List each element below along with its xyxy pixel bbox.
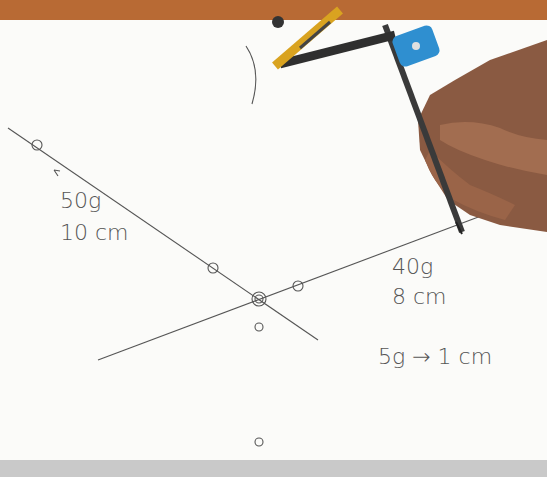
handwritten-label: 5g → 1 cm [378, 344, 492, 370]
compass-arc [246, 46, 256, 104]
point-mark [293, 281, 303, 291]
bottom-band [0, 460, 547, 477]
point-mark [255, 323, 263, 331]
point-mark [255, 295, 263, 303]
handwritten-label: 10 cm [60, 220, 129, 246]
force-line [98, 210, 497, 360]
tick-mark [54, 170, 60, 176]
point-mark [252, 292, 266, 306]
paper-sheet [0, 20, 547, 460]
point-mark [32, 140, 42, 150]
hand-with-compass [272, 10, 547, 234]
handwritten-label: 8 cm [392, 284, 447, 310]
force-line [8, 128, 318, 340]
point-mark [208, 263, 218, 273]
handwritten-label: 40g [392, 254, 433, 280]
table-edge [0, 0, 547, 20]
handwritten-label: 50g [60, 188, 101, 214]
point-mark [255, 438, 263, 446]
